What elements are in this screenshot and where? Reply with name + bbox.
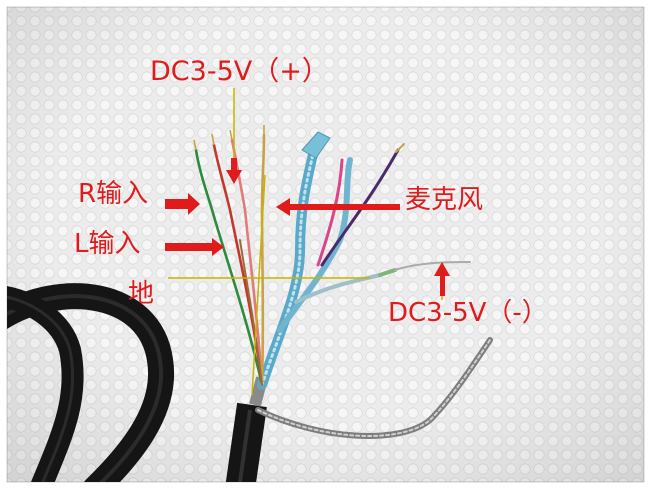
mic-arrow (276, 198, 400, 216)
r-input-label: R输入 (78, 179, 149, 209)
r-input-arrow (165, 193, 200, 215)
mic-shield-wire (257, 131, 405, 390)
dc-positive-label: DC3-5V（+） (150, 56, 329, 87)
cable-loop (0, 283, 175, 489)
l-input-label: L输入 (74, 229, 141, 259)
wire-tips (193, 125, 265, 151)
ground-label: 地 (128, 279, 155, 309)
dc-positive-arrow (226, 158, 242, 184)
ground-braid (255, 337, 493, 440)
dc-negative-arrow (434, 262, 450, 296)
callout-arrows (165, 158, 450, 296)
l-input-arrow (165, 238, 224, 256)
ground-wire (294, 261, 471, 304)
dc-negative-label: DC3-5V（-） (388, 298, 548, 328)
microphone-label: 麦克风 (405, 185, 484, 215)
